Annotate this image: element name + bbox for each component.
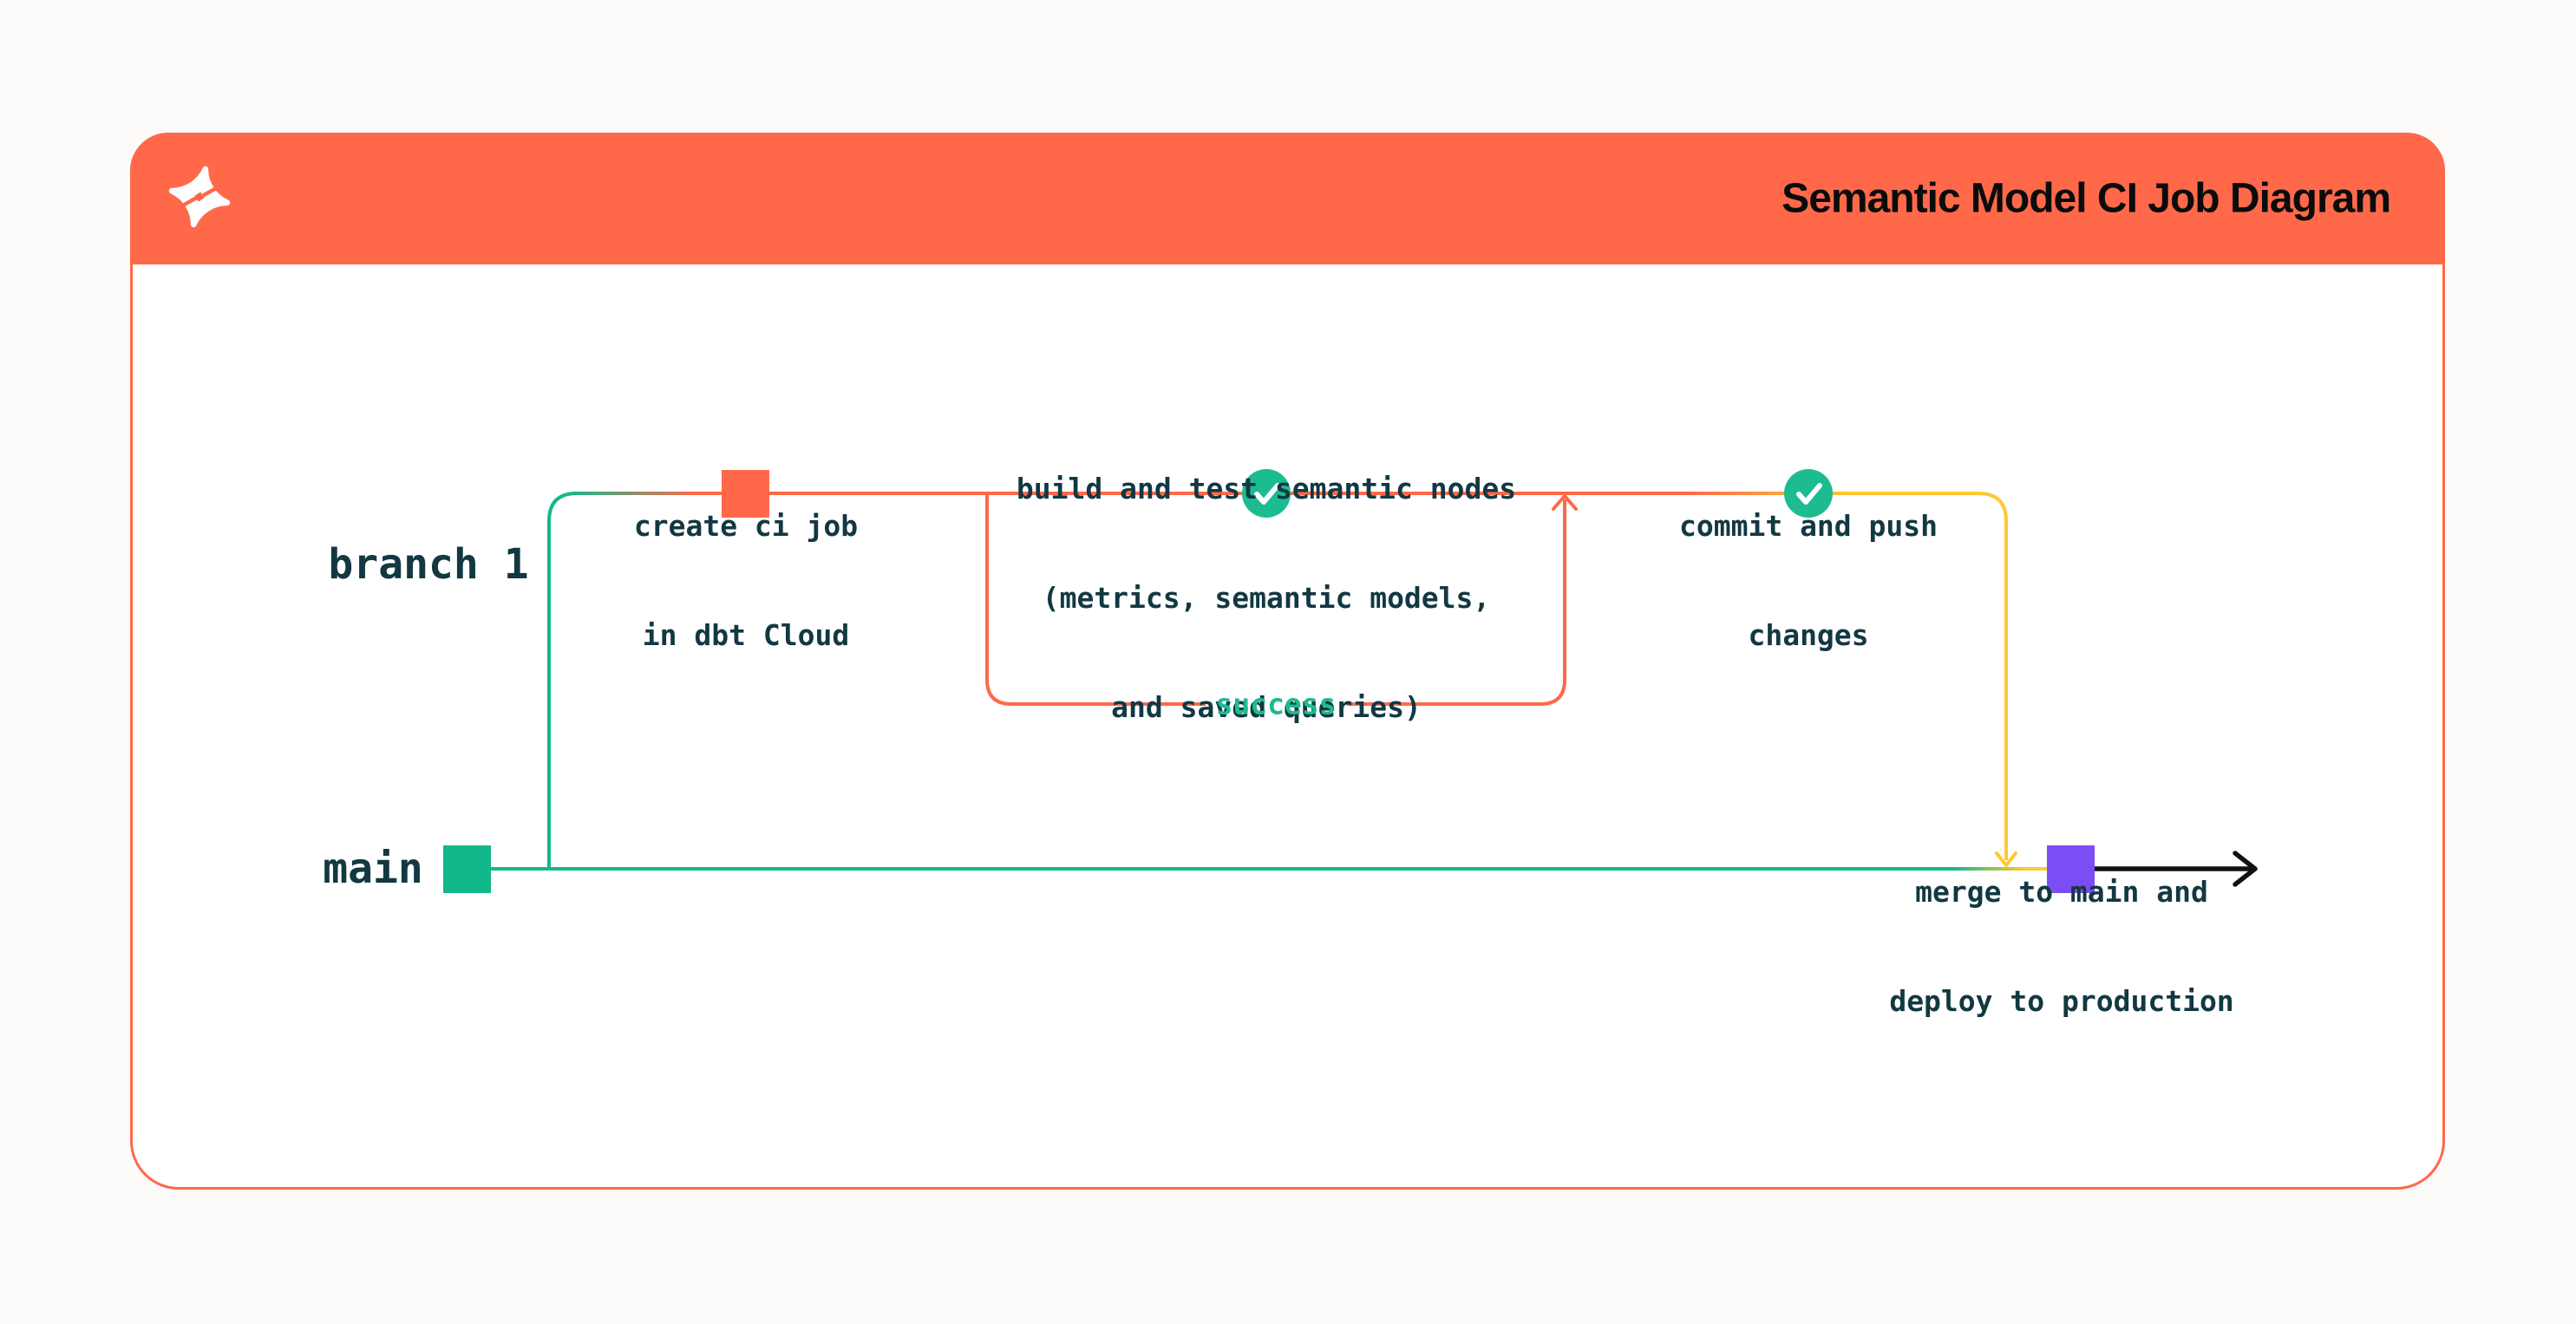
node-build-test-text: build and test semantic nodes (metrics, … — [1017, 398, 1516, 799]
node-line: and saved queries) — [1111, 690, 1422, 724]
branch-line-left — [547, 492, 583, 869]
merge-down-arrow-icon — [1995, 851, 2017, 867]
merge-commit-square — [2047, 845, 2095, 893]
success-loop-label: success — [1215, 687, 1337, 721]
node-line: commit and push — [1678, 509, 1939, 543]
success-up-arrow-icon — [1552, 494, 1578, 511]
node-line: build and test semantic nodes — [1016, 472, 1517, 505]
node-line: (metrics, semantic models, — [1042, 581, 1491, 615]
node-line: changes — [1748, 618, 1869, 652]
diagram-card: Semantic Model CI Job Diagram — [130, 133, 2445, 1190]
node-create-ci-text: create ci job in dbt Cloud — [634, 435, 858, 727]
node-line: in dbt Cloud — [642, 618, 850, 652]
dbt-logo-icon — [167, 165, 232, 229]
branch-1-label: branch 1 — [328, 540, 529, 589]
main-start-commit-square — [443, 845, 491, 893]
main-label: main — [323, 845, 423, 893]
create-ci-commit-square — [722, 470, 769, 518]
node-commit-push-text: commit and push changes — [1679, 435, 1938, 727]
page-title: Semantic Model CI Job Diagram — [1782, 175, 2391, 222]
node-line: deploy to production — [1889, 984, 2234, 1018]
success-loop-right — [1347, 499, 1566, 706]
node-merge-deploy-text: merge to main and deploy to production — [1889, 801, 2233, 1092]
branch-line-right — [1973, 492, 2008, 860]
node-line: create ci job — [633, 509, 859, 543]
main-continuation-arrow-icon — [2233, 851, 2258, 887]
success-loop-left — [985, 495, 1206, 706]
node-line: merge to main and — [1915, 875, 2208, 909]
card-header: Semantic Model CI Job Diagram — [130, 133, 2445, 264]
